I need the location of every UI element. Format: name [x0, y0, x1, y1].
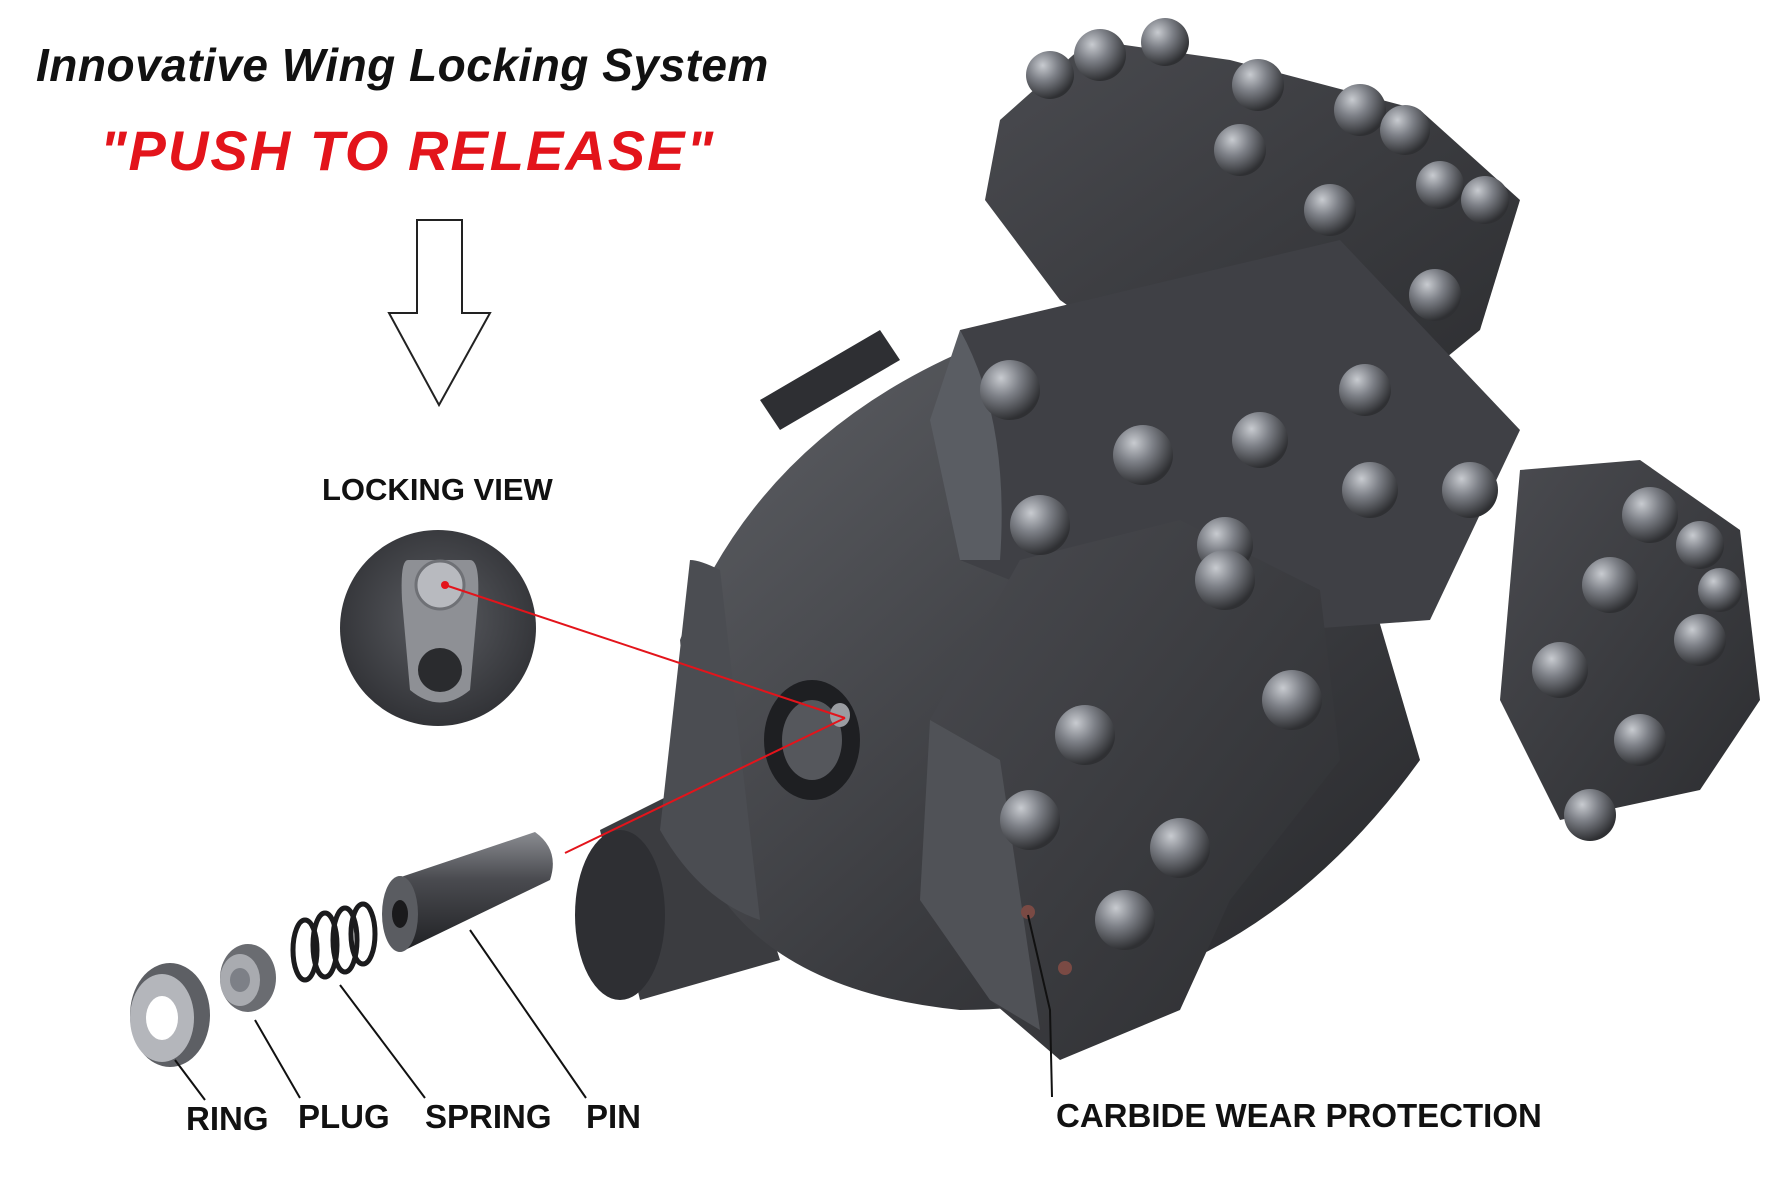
indicator-lines	[444, 584, 846, 854]
locking-view-magnifier	[340, 530, 536, 726]
front-wing	[920, 520, 1340, 1060]
locking-view-label: LOCKING VIEW	[322, 472, 553, 507]
down-arrow-outline-icon	[387, 219, 492, 408]
carbide-wear-inserts	[1021, 905, 1072, 975]
lock-pin	[382, 832, 553, 952]
lock-spring	[290, 901, 378, 983]
spring-label: SPRING	[425, 1098, 552, 1135]
page-subtitle: "PUSH TO RELEASE"	[100, 119, 716, 182]
lock-plug	[220, 944, 276, 1012]
carbide-buttons	[980, 18, 1742, 950]
ring-label: RING	[186, 1100, 269, 1137]
leader-lines	[174, 914, 1053, 1101]
lock-ring	[130, 963, 210, 1067]
carbide-wear-protection-label: CARBIDE WEAR PROTECTION	[1056, 1097, 1542, 1134]
lock-hole	[764, 680, 860, 800]
page-title: Innovative Wing Locking System	[36, 39, 769, 91]
plug-label: PLUG	[298, 1098, 390, 1135]
pin-label: PIN	[586, 1098, 642, 1135]
